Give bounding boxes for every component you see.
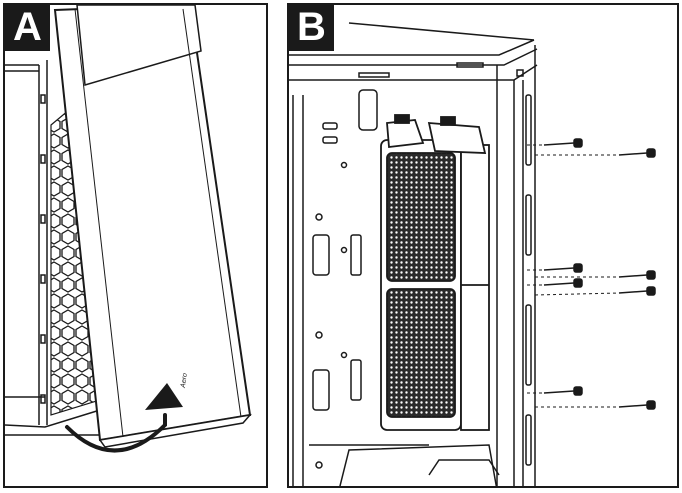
panel-b: B <box>287 3 679 488</box>
panel-b-label: B <box>289 5 334 51</box>
chassis-frame <box>5 60 101 436</box>
front-panel <box>53 5 252 448</box>
screw-icon <box>543 138 583 148</box>
mounting-screws <box>543 138 656 410</box>
open-direction-arrow-icon <box>65 383 183 453</box>
screw-icon <box>618 286 656 296</box>
panel-b-illustration <box>289 22 656 486</box>
panel-a-illustration <box>5 5 252 453</box>
radiator <box>380 139 490 431</box>
case-frame <box>289 22 538 486</box>
screw-icon <box>543 386 583 396</box>
radiator-ports <box>386 114 487 154</box>
panel-a-label: A <box>5 5 50 51</box>
alignment-guides <box>527 144 620 408</box>
screw-icon <box>618 148 656 158</box>
panel-a: A <box>3 3 268 488</box>
screw-icon <box>618 400 656 410</box>
screw-icon <box>543 278 583 288</box>
screw-icon <box>543 263 583 273</box>
screw-icon <box>618 270 656 280</box>
